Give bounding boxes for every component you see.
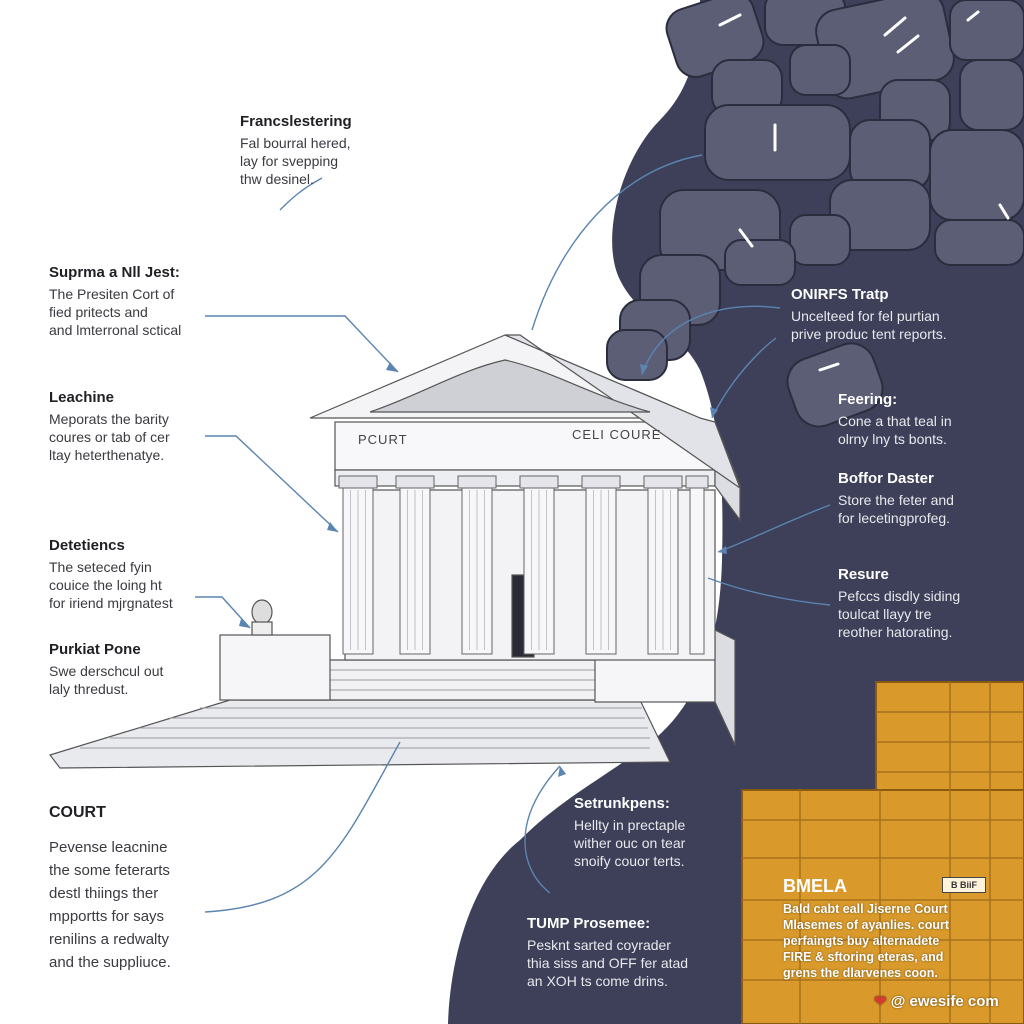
label-court: COURT Pevense leacnine the some feterart… (49, 804, 171, 974)
label-feering-line: olrny lny ts bonts. (838, 431, 947, 447)
label-setrunk-title: Setrunkpens: (574, 795, 670, 812)
label-setrunk: Setrunkpens: Hellty in prectaple wither … (574, 795, 685, 870)
label-resure-title: Resure (838, 566, 889, 583)
label-tump: TUMP Prosemee: Pesknt sarted coyrader th… (527, 915, 688, 990)
label-bmela-line: FIRE & sftoring eteras, and (783, 950, 944, 964)
column-capital (457, 475, 497, 489)
label-francis: Francslestering Fal bourral hered, lay f… (240, 113, 352, 188)
court-columns (338, 475, 709, 655)
column-capital (685, 475, 709, 489)
label-feering-line: Cone a that teal in (838, 413, 952, 429)
label-bmela-line: Bald cabt eall Jiserne Court (783, 902, 948, 916)
connector-lines (195, 154, 831, 913)
label-purkiat-line: Swe derschcul out (49, 663, 164, 679)
column-capital (643, 475, 683, 489)
label-tump-line: an XOH ts come drins. (527, 973, 668, 989)
label-purkiat-line: laly thredust. (49, 681, 129, 697)
label-resure-line: toulcat llayy tre (838, 606, 932, 622)
rock-highlights (718, 10, 1010, 372)
column-capital (395, 475, 435, 489)
label-detetiencs-line: The seteced fyin (49, 559, 152, 575)
label-detetiencs-line: for iriend mjrgnatest (49, 595, 173, 611)
label-detetiencs-line: couice the loing ht (49, 577, 162, 593)
label-leachine-line: coures or tab of cer (49, 429, 170, 445)
label-court-line: the some feterarts (49, 862, 170, 879)
shipping-containers (741, 681, 1024, 1024)
label-bmela-title: BMELA (783, 876, 847, 896)
label-setrunk-line: snoify couor terts. (574, 853, 685, 869)
label-onirfs: ONIRFS Tratp Uncelteed for fel purtian p… (791, 286, 947, 343)
label-detetiencs-title: Detetiencs (49, 537, 125, 554)
pediment-inscription-right: CELI COURE (572, 427, 662, 442)
label-purkiat-title: Purkiat Pone (49, 641, 141, 658)
court-column (689, 485, 705, 655)
label-setrunk-line: Hellty in prectaple (574, 817, 686, 833)
label-tump-title: TUMP Prosemee: (527, 915, 651, 932)
label-leachine: Leachine Meporats the barity coures or t… (49, 389, 170, 464)
column-capital (581, 475, 621, 489)
label-purkiat: Purkiat Pone Swe derschcul out laly thre… (49, 641, 163, 698)
label-court-line: mpportts for says (49, 908, 165, 925)
pediment-inscription-left: PCURT (358, 432, 408, 447)
label-tump-line: Pesknt sarted coyrader (527, 937, 671, 953)
label-resure: Resure Pefccs disdly siding toulcat llay… (838, 566, 960, 641)
label-resure-line: reother hatorating. (838, 624, 953, 640)
label-court-line: Pevense leacnine (49, 839, 168, 856)
label-onirfs-line: Uncelteed for fel purtian (791, 308, 940, 324)
label-francis-line: Fal bourral hered, (240, 135, 351, 151)
column-capital (519, 475, 559, 489)
label-supreme-line: and lmterronal sctical (49, 322, 182, 338)
label-bmela-line: perfaingts buy alternadete (783, 934, 940, 948)
container-badge: B BiiF (942, 877, 986, 893)
rock-pile (606, 0, 1024, 428)
label-court-line: renilins a redwalty (49, 931, 170, 948)
label-resure-line: Pefccs disdly siding (838, 588, 961, 604)
label-court-line: destl thiings ther (49, 885, 159, 902)
label-boffor-line: for lecetingprofeg. (838, 510, 951, 526)
label-feering: Feering: Cone a that teal in olrny lny t… (838, 391, 952, 448)
label-bmela: BMELA Bald cabt eall Jiserne Court Mlase… (783, 876, 949, 981)
label-setrunk-line: wither ouc on tear (574, 835, 686, 851)
label-boffor-title: Boffor Daster (838, 470, 934, 487)
label-onirfs-line: prive produc tent reports. (791, 326, 947, 342)
label-leachine-line: Meporats the barity (49, 411, 169, 427)
footer-text: @ ewesife com (890, 993, 999, 1010)
label-feering-title: Feering: (838, 391, 898, 408)
column-capital (338, 475, 378, 489)
label-francis-line: lay for svepping (240, 153, 339, 169)
label-francis-title: Francslestering (240, 113, 352, 130)
label-court-title: COURT (49, 804, 106, 821)
label-supreme-title: Suprma a Nll Jest: (49, 264, 180, 281)
label-supreme-line: The Presiten Cort of (49, 286, 175, 302)
label-bmela-line: grens the dlarvenes coon. (783, 966, 938, 980)
label-onirfs-title: ONIRFS Tratp (791, 286, 889, 303)
label-leachine-title: Leachine (49, 389, 115, 406)
label-boffor-line: Store the feter and (838, 492, 954, 508)
label-leachine-line: ltay heterthenatye. (49, 447, 165, 463)
label-supreme: Suprma a Nll Jest: The Presiten Cort of … (49, 264, 181, 339)
label-court-line: and the suppliuce. (49, 954, 171, 971)
footer-watermark: ❤ @ ewesife com (874, 992, 999, 1010)
label-supreme-line: fied pritects and (49, 304, 148, 320)
label-detetiencs: Detetiencs The seteced fyin couice the l… (49, 537, 173, 612)
label-tump-line: thia siss and OFF fer atad (527, 955, 689, 971)
heart-icon: ❤ (874, 993, 887, 1010)
label-bmela-line: Mlasemes of ayanlies. court (783, 918, 950, 932)
connector-arrowheads (239, 362, 727, 777)
label-francis-line: thw desinel. (240, 171, 314, 187)
label-boffor: Boffor Daster Store the feter and for le… (838, 470, 954, 527)
